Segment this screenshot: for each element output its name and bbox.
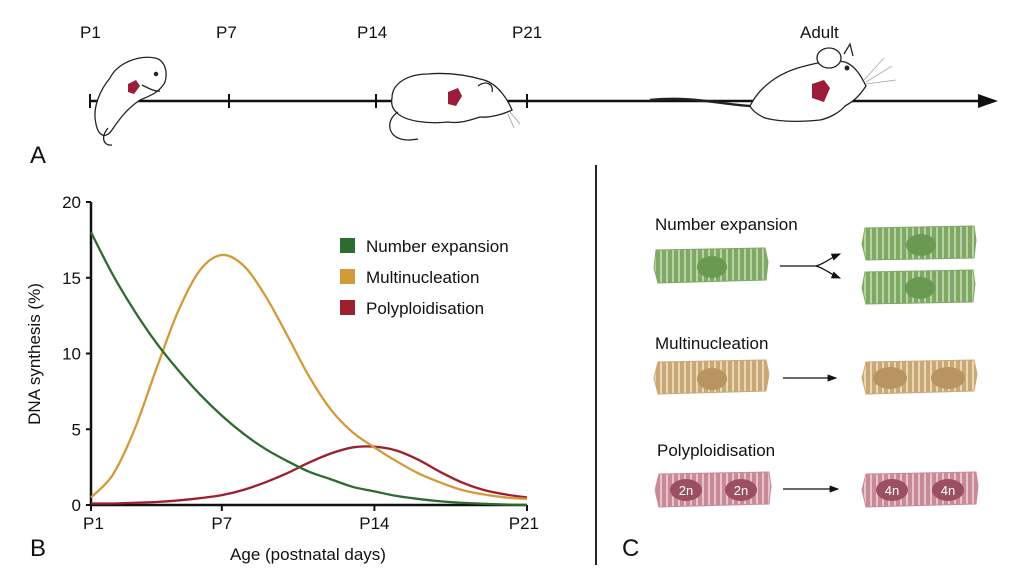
cell-after-multinucleation xyxy=(861,359,978,395)
ploidy-label: 2n xyxy=(734,483,748,498)
neonatal-mouse-icon xyxy=(94,56,167,146)
y-tick-label: 10 xyxy=(62,345,81,364)
panel-c-cell-diagrams: Number expansion Multinucleation xyxy=(622,215,979,562)
timeline-label-p7: P7 xyxy=(216,23,237,42)
nucleus xyxy=(725,479,757,501)
legend-label: Multinucleation xyxy=(366,268,479,287)
chart-legend: Number expansionMultinucleationPolyploid… xyxy=(340,237,509,318)
nucleus xyxy=(670,479,702,501)
y-tick-label: 5 xyxy=(72,420,81,439)
y-tick-label: 0 xyxy=(72,496,81,515)
adult-mouse-icon xyxy=(649,42,897,122)
cell-after-polyploidisation: 4n 4n xyxy=(861,471,979,508)
cell-after-number-expansion-bottom xyxy=(861,269,976,305)
nucleus xyxy=(697,256,727,278)
nucleus xyxy=(906,234,936,256)
chart-lines xyxy=(89,231,528,507)
cell-before-number-expansion xyxy=(653,247,769,284)
panel-letter-a: A xyxy=(30,142,46,169)
ploidy-label: 4n xyxy=(885,483,899,498)
nucleus xyxy=(905,277,935,299)
timeline-arrowhead-icon xyxy=(978,94,998,108)
nucleus xyxy=(876,479,908,501)
panel-a-timeline: P1 P7 P14 P21 Adult xyxy=(30,23,998,169)
x-tick-label: P14 xyxy=(359,514,389,533)
nucleus xyxy=(931,367,965,389)
series-line-number-expansion xyxy=(89,231,528,507)
cell-before-polyploidisation: 2n 2n xyxy=(654,471,772,508)
series-line-multinucleation xyxy=(90,253,528,501)
panel-letter-b: B xyxy=(30,535,46,562)
legend-swatch-polyploidisation xyxy=(340,300,355,315)
x-tick-label: P1 xyxy=(83,514,104,533)
legend-label: Number expansion xyxy=(366,237,509,256)
ploidy-label: 2n xyxy=(679,483,693,498)
cell-before-multinucleation xyxy=(653,359,770,395)
timeline-label-adult: Adult xyxy=(800,23,839,42)
juvenile-mouse-icon xyxy=(389,72,521,141)
panel-letter-c: C xyxy=(622,535,639,562)
legend-label: Polyploidisation xyxy=(366,299,484,318)
nucleus xyxy=(697,368,727,390)
split-arrow-icon xyxy=(780,253,842,279)
y-tick-label: 15 xyxy=(62,269,81,288)
series-line-polyploidisation xyxy=(90,445,528,505)
ploidy-label: 4n xyxy=(941,483,955,498)
row-title-polyploidisation: Polyploidisation xyxy=(657,441,775,460)
nucleus xyxy=(873,367,907,389)
nucleus xyxy=(932,479,964,501)
timeline-label-p1: P1 xyxy=(80,23,101,42)
timeline-label-p14: P14 xyxy=(357,23,387,42)
y-axis-title: DNA synthesis (%) xyxy=(25,283,44,425)
row-title-number-expansion: Number expansion xyxy=(655,215,798,234)
x-tick-label: P21 xyxy=(509,514,539,533)
row-title-multinucleation: Multinucleation xyxy=(655,334,768,353)
x-tick-label: P7 xyxy=(211,514,232,533)
legend-swatch-multinucleation xyxy=(340,269,355,284)
y-tick-label: 20 xyxy=(62,193,81,212)
x-axis-title: Age (postnatal days) xyxy=(230,545,386,564)
legend-swatch-number-expansion xyxy=(340,238,355,253)
cell-after-number-expansion-top xyxy=(861,225,977,261)
timeline-label-p21: P21 xyxy=(512,23,542,42)
